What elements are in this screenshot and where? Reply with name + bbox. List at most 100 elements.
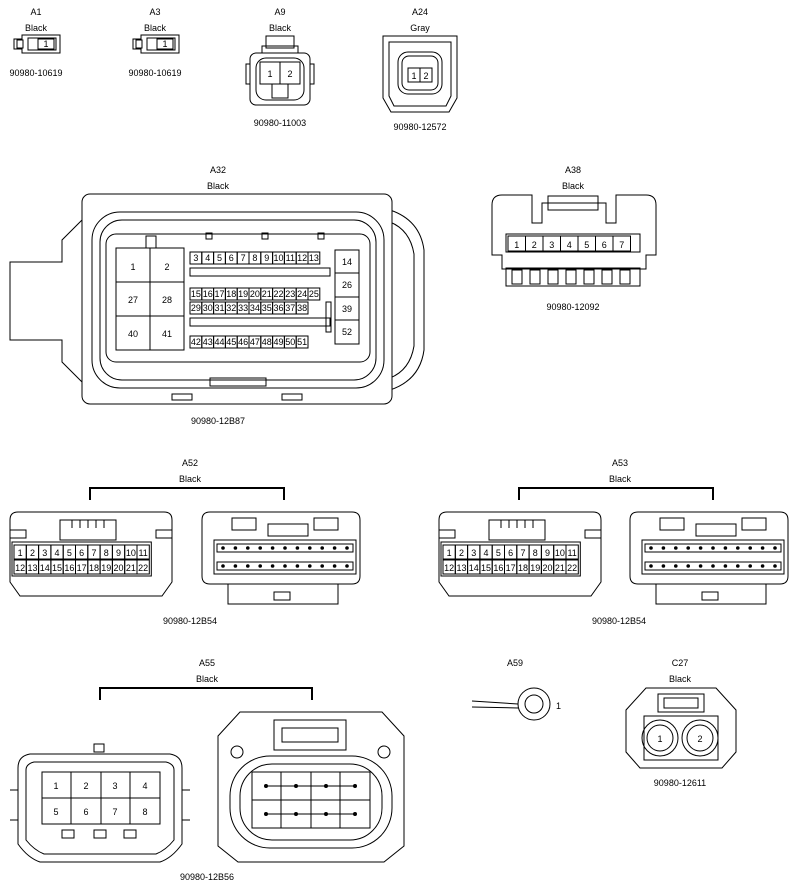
a52-pin-7: 7: [91, 548, 96, 558]
a32-pin-23: 23: [285, 289, 295, 299]
a52-pin-17: 17: [77, 563, 87, 573]
a52-pin-5: 5: [67, 548, 72, 558]
a52-color: Black: [179, 474, 202, 484]
a32-pin-42: 42: [191, 337, 201, 347]
a32-pin-36: 36: [273, 303, 283, 313]
a53-pin-20: 20: [543, 563, 553, 573]
a32-pin-25: 25: [309, 289, 319, 299]
a24-pin-1: 1: [411, 71, 416, 81]
a32-pin-29: 29: [191, 303, 201, 313]
connector-a24: A24 Gray 1 2 90980-12572: [382, 7, 458, 132]
connector-a1: A1 Black 1 90980-10619: [9, 7, 62, 78]
a53-pin-22: 22: [567, 563, 577, 573]
a52-pin-19: 19: [101, 563, 111, 573]
a53-pin-5: 5: [496, 548, 501, 558]
a32-pin-17: 17: [214, 289, 224, 299]
a53-code: A53: [612, 458, 628, 468]
a52-pin-12: 12: [15, 563, 25, 573]
a52-pin-14: 14: [40, 563, 50, 573]
a52-pin-22: 22: [138, 563, 148, 573]
a32-pin-2: 2: [164, 262, 169, 272]
a53-part: 90980-12B54: [592, 616, 646, 626]
a55-part: 90980-12B56: [180, 872, 234, 882]
a52-pin-15: 15: [52, 563, 62, 573]
a32-pin-4: 4: [205, 253, 210, 263]
a32-pin-50: 50: [285, 337, 295, 347]
a1-pin: 1: [43, 39, 48, 49]
a9-pin-2: 2: [287, 69, 292, 79]
a32-pin-11: 11: [286, 253, 295, 263]
a55-code: A55: [199, 658, 215, 668]
a55-pin-6: 6: [83, 807, 88, 817]
a53-pin-3: 3: [471, 548, 476, 558]
a38-color: Black: [562, 181, 585, 191]
a32-pin-3: 3: [193, 253, 198, 263]
a52-terminal-dots: [216, 543, 354, 571]
a32-pin-6: 6: [229, 253, 234, 263]
a53-pin-15: 15: [481, 563, 491, 573]
a32-pin-20: 20: [250, 289, 260, 299]
a53-pin-18: 18: [518, 563, 528, 573]
a55-pin-2: 2: [83, 781, 88, 791]
a32-pin-30: 30: [203, 303, 213, 313]
a52-pin-21: 21: [126, 563, 136, 573]
a53-pin-7: 7: [520, 548, 525, 558]
a32-pin-51: 51: [297, 337, 307, 347]
a52-part: 90980-12B54: [163, 616, 217, 626]
a32-pin-24: 24: [297, 289, 307, 299]
a24-code: A24: [412, 7, 428, 17]
a38-pin-5: 5: [584, 240, 589, 250]
a32-pin-41: 41: [162, 329, 172, 339]
a32-pin-5: 5: [217, 253, 222, 263]
a53-pin-17: 17: [506, 563, 516, 573]
c27-part: 90980-12611: [654, 778, 706, 788]
a32-pin-28: 28: [162, 295, 172, 305]
c27-color: Black: [669, 674, 692, 684]
a32-pin-8: 8: [252, 253, 257, 263]
a32-pin-32: 32: [226, 303, 236, 313]
a32-pin-43: 43: [203, 337, 213, 347]
a52-pin-1: 1: [18, 548, 23, 558]
a53-pin-19: 19: [530, 563, 540, 573]
a52-pin-11: 11: [138, 548, 147, 558]
a32-pin-16: 16: [203, 289, 213, 299]
a3-code: A3: [149, 7, 160, 17]
a32-code: A32: [210, 165, 226, 175]
a52-pin-2: 2: [30, 548, 35, 558]
a32-pin-47: 47: [250, 337, 260, 347]
a53-pin-4: 4: [484, 548, 489, 558]
connector-a55: A55 Black 1 2 3 4 5 6 7 8 9098: [10, 658, 405, 882]
a38-part: 90980-12092: [546, 302, 599, 312]
a53-pin-6: 6: [508, 548, 513, 558]
a3-part: 90980-10619: [128, 68, 181, 78]
a59-code: A59: [507, 658, 523, 668]
a53-pin-12: 12: [444, 563, 454, 573]
a32-pin-48: 48: [262, 337, 272, 347]
a32-pin-19: 19: [238, 289, 248, 299]
a55-pin-3: 3: [112, 781, 117, 791]
a32-part: 90980-12B87: [191, 416, 245, 426]
a38-pin-4: 4: [567, 240, 572, 250]
connector-a59: A59 1: [471, 658, 561, 721]
a32-pin-49: 49: [273, 337, 283, 347]
a32-pin-18: 18: [226, 289, 236, 299]
a32-pin-14: 14: [342, 257, 352, 267]
a32-pin-34: 34: [250, 303, 260, 313]
a52-pin-8: 8: [104, 548, 109, 558]
a32-pin-21: 21: [262, 289, 272, 299]
a52-pin-18: 18: [89, 563, 99, 573]
a53-pin-11: 11: [567, 548, 576, 558]
a55-pin-7: 7: [112, 807, 117, 817]
a52-pin-4: 4: [55, 548, 60, 558]
a53-pin-21: 21: [555, 563, 565, 573]
a32-pin-9: 9: [264, 253, 269, 263]
a24-pin-2: 2: [423, 71, 428, 81]
